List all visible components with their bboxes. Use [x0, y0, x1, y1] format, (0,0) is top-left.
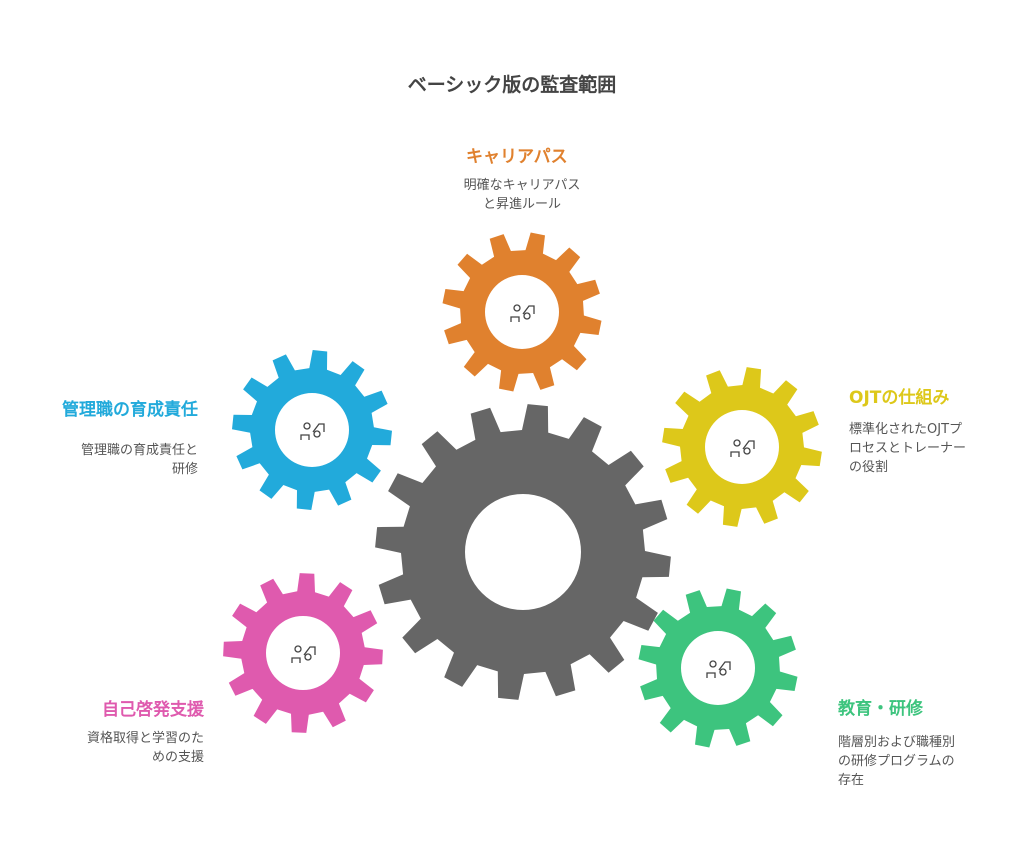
self-title: 自己啓発支援 [102, 700, 204, 720]
manager-gear [232, 350, 392, 510]
ojt-title: OJTの仕組み [849, 388, 950, 408]
self-gear [223, 573, 383, 733]
graduation-network-icon [706, 660, 731, 678]
career-ladder-icon [510, 304, 535, 322]
career-gear [442, 232, 602, 392]
center-gear [375, 404, 671, 700]
self-desc: 資格取得と学習のた めの支援 [86, 731, 204, 765]
page-title: ベーシック版の監査範囲 [407, 74, 617, 96]
education-gear [638, 588, 798, 748]
trainer-pair-icon [730, 439, 755, 457]
career-desc: 明確なキャリアパス と昇進ルール [463, 178, 581, 212]
ojt-desc: 標準化されたOJTプ ロセスとトレーナー の役割 [849, 422, 967, 475]
self-study-icon [291, 645, 316, 663]
education-desc: 階層別および職種別 の研修プログラムの 存在 [838, 735, 956, 788]
presenter-audience-icon [300, 422, 325, 440]
ojt-gear [662, 367, 822, 527]
education-title: 教育・研修 [838, 699, 923, 719]
manager-title: 管理職の育成責任 [62, 400, 198, 420]
manager-desc: 管理職の育成責任と 研修 [80, 443, 198, 477]
career-title: キャリアパス [466, 147, 568, 167]
